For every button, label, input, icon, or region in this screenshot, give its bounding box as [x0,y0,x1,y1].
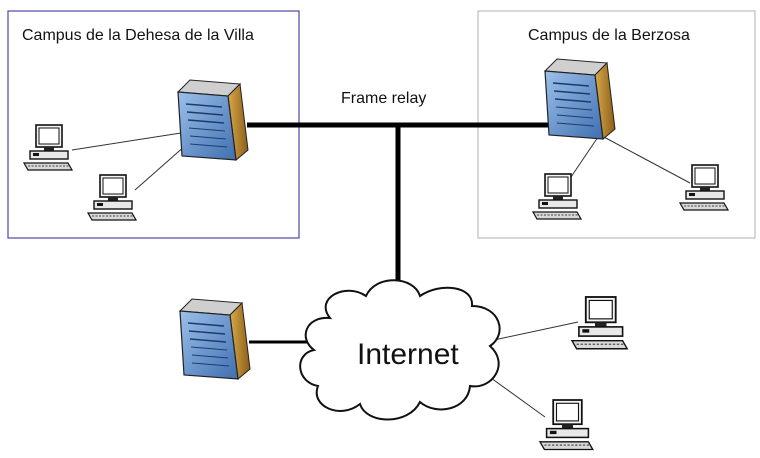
server-tower-icon [177,79,249,161]
server-tower-icon [544,58,616,140]
desktop-computer-icon [87,174,137,221]
server-tower-icon [179,298,251,380]
desktop-computer-icon [532,173,582,220]
desktop-computer-icon [23,124,73,171]
lan-link [601,135,691,184]
desktop-computer-icon [571,296,629,350]
internet-link [490,377,546,418]
internet-label: Internet [357,338,459,371]
desktop-computer-icon [679,164,729,211]
internet-link [493,321,579,341]
lan-link [568,136,599,181]
frame-relay-label: Frame relay [341,90,427,107]
lan-link [71,132,182,151]
desktop-computer-icon [539,399,594,451]
lan-link [134,144,187,191]
cloud-icon [299,279,501,421]
campus-left-title: Campus de la Dehesa de la Villa [22,27,254,44]
campus-right-title: Campus de la Berzosa [528,27,690,44]
